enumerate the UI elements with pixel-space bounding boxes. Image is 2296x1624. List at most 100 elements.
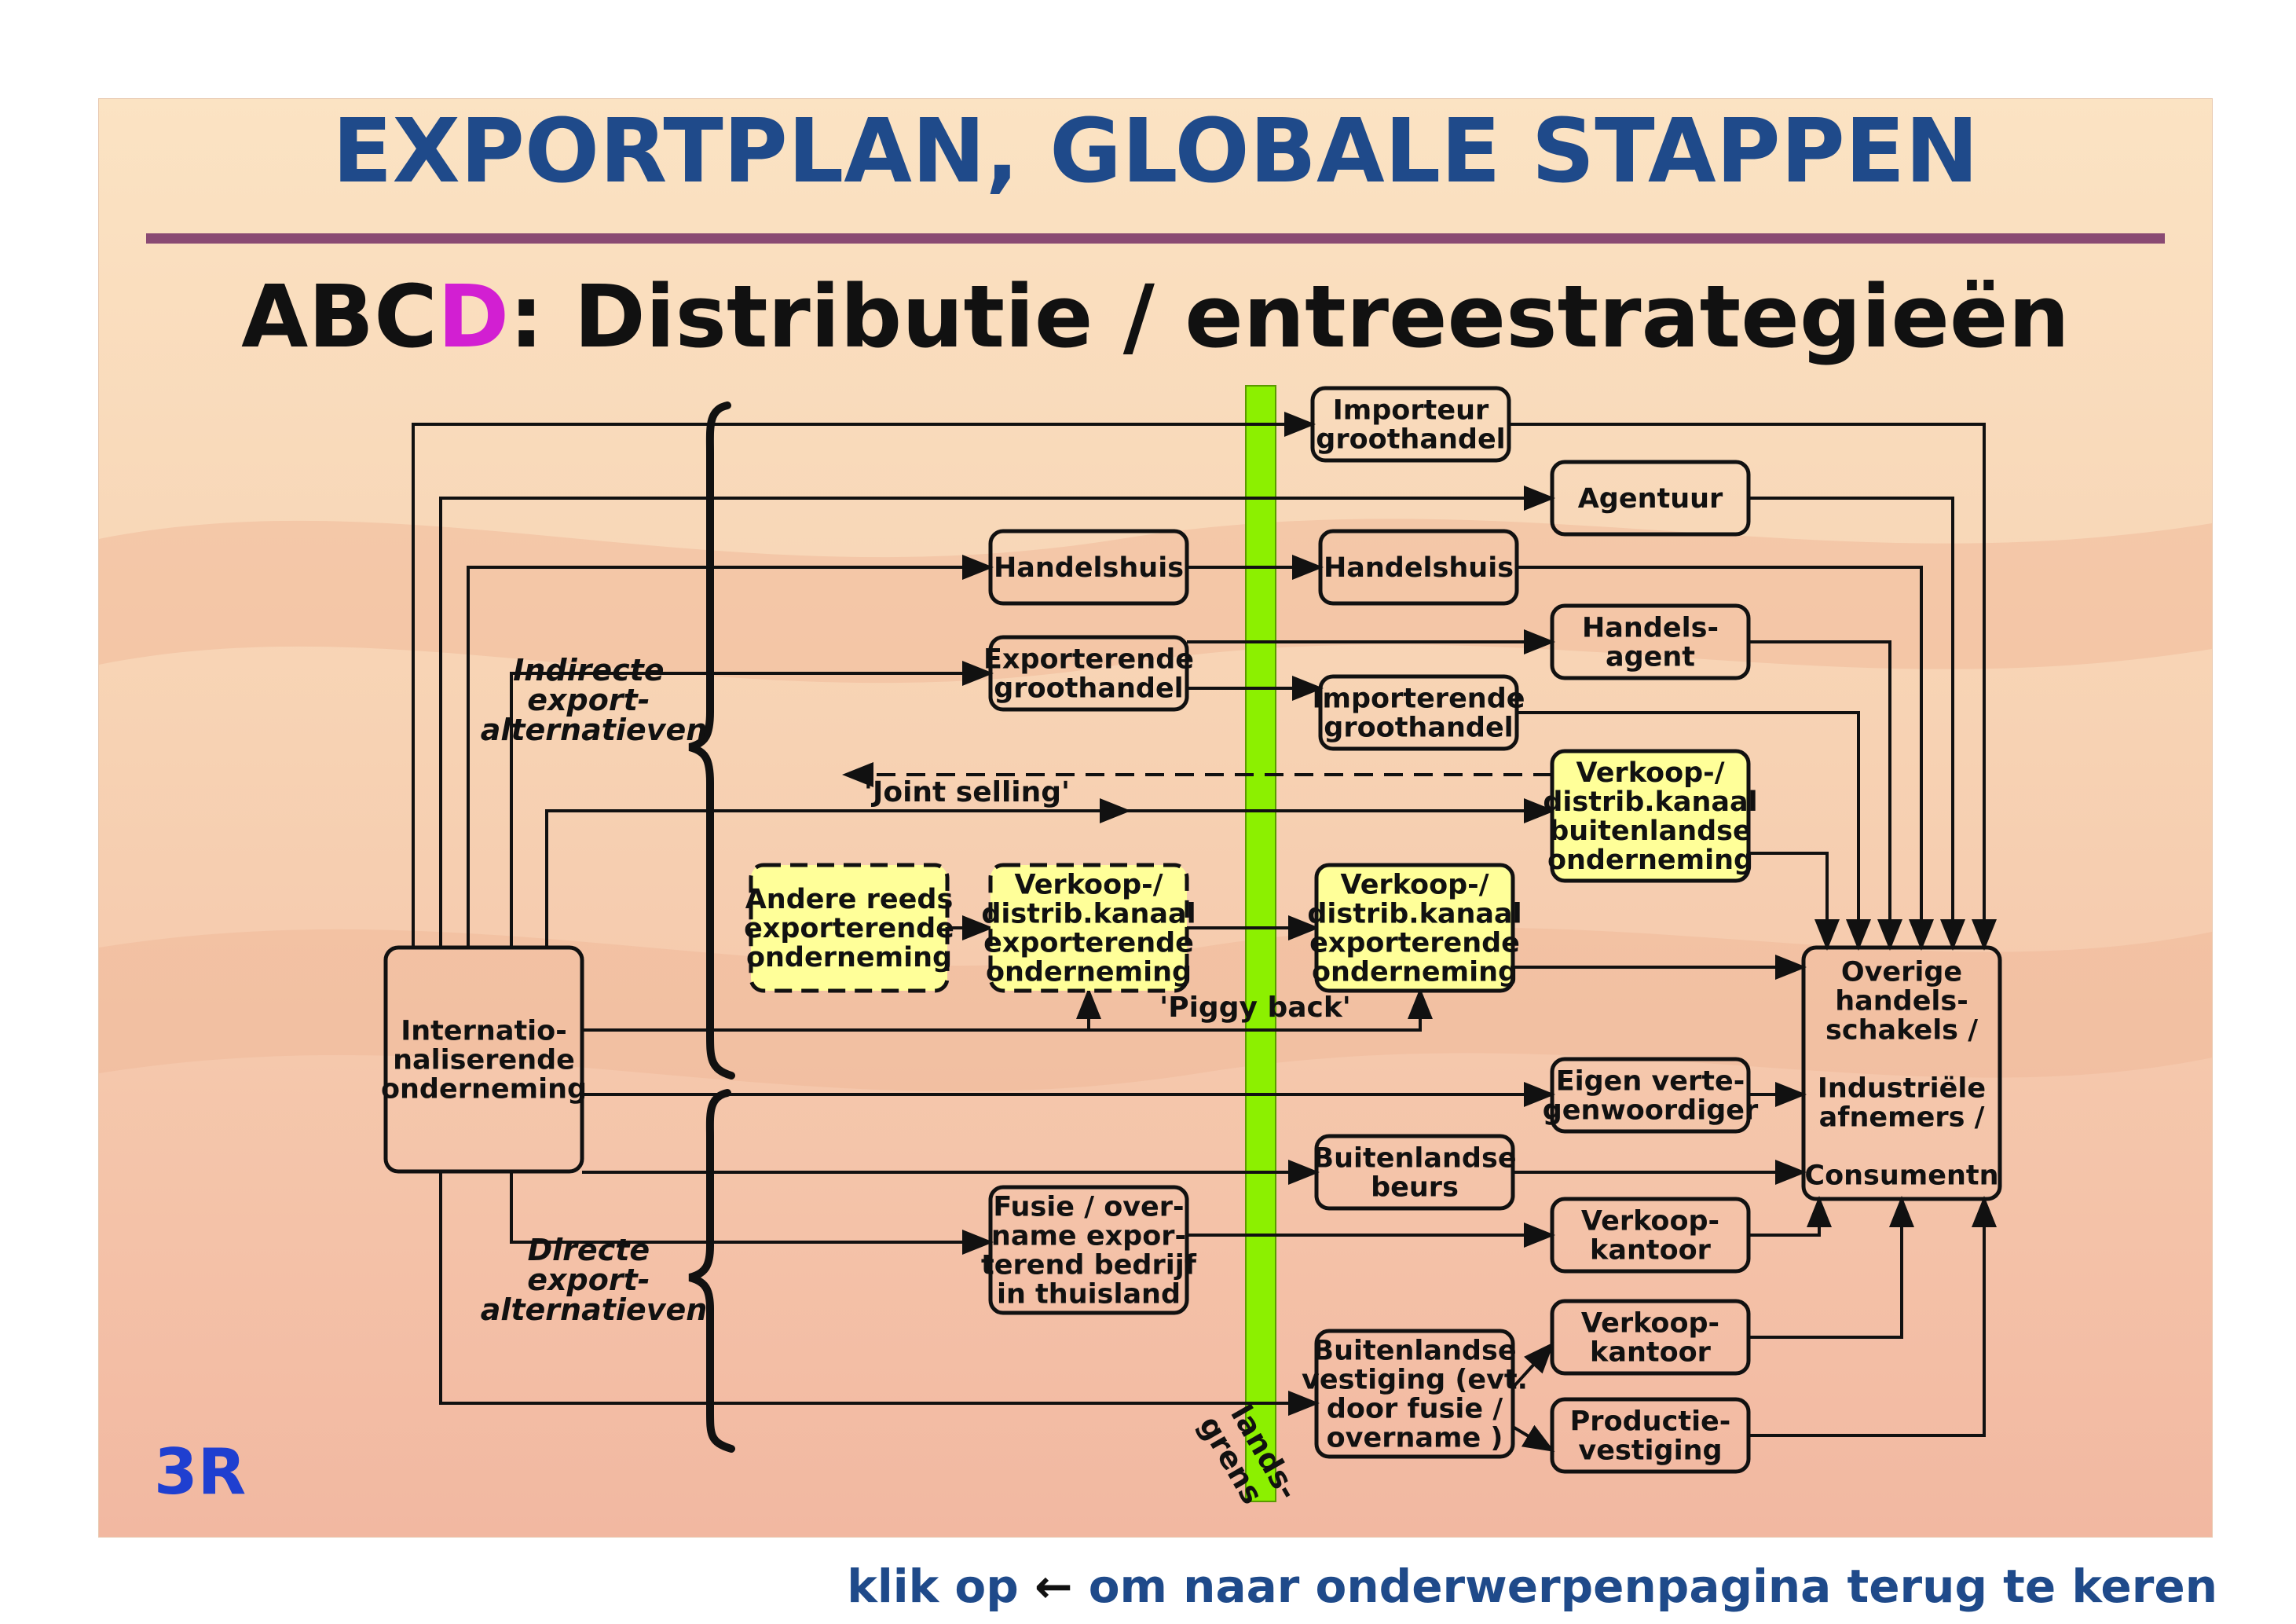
node-line: Verkoop-/ [1576, 757, 1725, 789]
svg-text:Handels-agent: Handels-agent [1582, 613, 1719, 673]
node-line: groothandel [1324, 713, 1513, 744]
node-line: Industriële [1818, 1073, 1986, 1105]
node-line: Verkoop- [1581, 1308, 1719, 1340]
node-line: distrib.kanaal [1307, 899, 1522, 930]
svg-text:Fusie / over-name expor-terend: Fusie / over-name expor-terend bedrijfin… [981, 1192, 1197, 1311]
connector-arrow [1749, 640, 1902, 951]
connector-arrow [510, 1171, 994, 1255]
slide-title: EXPORTPLAN, GLOBALE STAPPEN [332, 101, 1979, 203]
node-line: Verkoop-/ [1341, 870, 1489, 901]
connector-arrow [1509, 423, 1997, 951]
brace-direct [688, 1089, 735, 1453]
node-line: buitenlandse [1549, 816, 1752, 847]
node-line: Exporterende [983, 644, 1194, 676]
node-line: genwoordiger [1543, 1095, 1759, 1127]
connectors [412, 412, 1997, 1453]
node-handelshuis-home: Handelshuis [988, 529, 1189, 606]
connector-arrow [510, 661, 994, 948]
node-line: vestiging (evt. [1302, 1365, 1528, 1396]
node-verkoopkantoor-2: Verkoop-kantoor [1550, 1299, 1751, 1376]
node-line: Buitenlandse [1313, 1143, 1516, 1175]
node-line: Internatio- [401, 1016, 567, 1047]
svg-text:Handelshuis: Handelshuis [994, 552, 1184, 584]
node-line: distrib.kanaal [981, 899, 1196, 930]
connector-arrow [1517, 711, 1871, 951]
connector-arrow [467, 555, 994, 948]
slide: EXPORTPLAN, GLOBALE STAPPEN ABCD: Distri… [98, 98, 2213, 1538]
logo-3r: 3R [154, 1435, 246, 1509]
subtitle-rest: : Distributie / entreestrategieën [509, 266, 2070, 367]
node-verkoopkantoor-1: Verkoop-kantoor [1550, 1197, 1751, 1274]
node-line: Andere reeds [745, 884, 954, 915]
node-line: beurs [1371, 1172, 1459, 1204]
footer-text-after: om naar onderwerpenpagina terug te keren [1072, 1560, 2217, 1613]
connector-arrow [582, 988, 1433, 1032]
node-line: onderneming [381, 1074, 587, 1105]
title-rule [146, 233, 2165, 244]
node-line: in thuisland [997, 1279, 1181, 1311]
node-line: Buitenlandse [1313, 1336, 1516, 1367]
node-line: onderneming [1312, 957, 1518, 988]
node-line: overname ) [1327, 1423, 1503, 1454]
node-handelsagent: Handels-agent [1550, 603, 1751, 680]
group-indirect-label: Indirecte export- alternatieven [481, 653, 708, 747]
svg-text:Verkoop-kantoor: Verkoop-kantoor [1581, 1308, 1719, 1369]
node-line: Verkoop-/ [1015, 870, 1163, 901]
brace-indirect [688, 401, 735, 1080]
connector-arrow [1517, 566, 1934, 951]
node-line: Handels- [1582, 613, 1719, 644]
node-line: afnemers / [1819, 1102, 1985, 1134]
node-line: distrib.kanaal [1543, 786, 1757, 818]
node-agentuur: Agentuur [1550, 460, 1751, 537]
svg-text:Productie-vestiging: Productie-vestiging [1570, 1406, 1731, 1467]
back-arrow-icon[interactable]: ← [1034, 1560, 1073, 1613]
node-line: Importerende [1312, 684, 1525, 715]
node-line: Importeur [1333, 395, 1489, 427]
node-line: name expor- [991, 1221, 1186, 1252]
node-line: Handelshuis [994, 552, 1184, 584]
node-line: Verkoop- [1581, 1206, 1719, 1237]
node-line: Overige [1841, 957, 1962, 988]
node-handelshuis-foreign: Handelshuis [1318, 529, 1519, 606]
node-line: kantoor [1590, 1337, 1712, 1369]
node-line: exporterende [983, 928, 1194, 959]
node-line: door fusie / [1327, 1394, 1503, 1425]
node-line: Consumentn [1804, 1160, 1998, 1192]
node-line: naliserende [393, 1045, 575, 1076]
node-line: agent [1606, 642, 1695, 673]
connector-arrow [1749, 1196, 1914, 1339]
node-line: Handelshuis [1324, 552, 1514, 584]
svg-text:Agentuur: Agentuur [1578, 483, 1723, 515]
node-line: Productie- [1570, 1406, 1731, 1438]
connector-arrow [1511, 1342, 1554, 1389]
connector-arrow [439, 486, 1555, 948]
node-line: handels- [1835, 986, 1968, 1017]
subtitle: ABCD: Distributie / entreestrategieën [241, 266, 2070, 367]
node-line: exporterende [744, 913, 954, 944]
node-productievestiging: Productie-vestiging [1550, 1397, 1751, 1474]
subtitle-prefix: ABC [241, 266, 438, 367]
footer-text-before: klik op [847, 1560, 1034, 1613]
svg-text:Verkoop-kantoor: Verkoop-kantoor [1581, 1206, 1719, 1267]
piggy-back-label: 'Piggy back' [1159, 992, 1351, 1024]
connector-arrow [439, 1171, 1320, 1416]
